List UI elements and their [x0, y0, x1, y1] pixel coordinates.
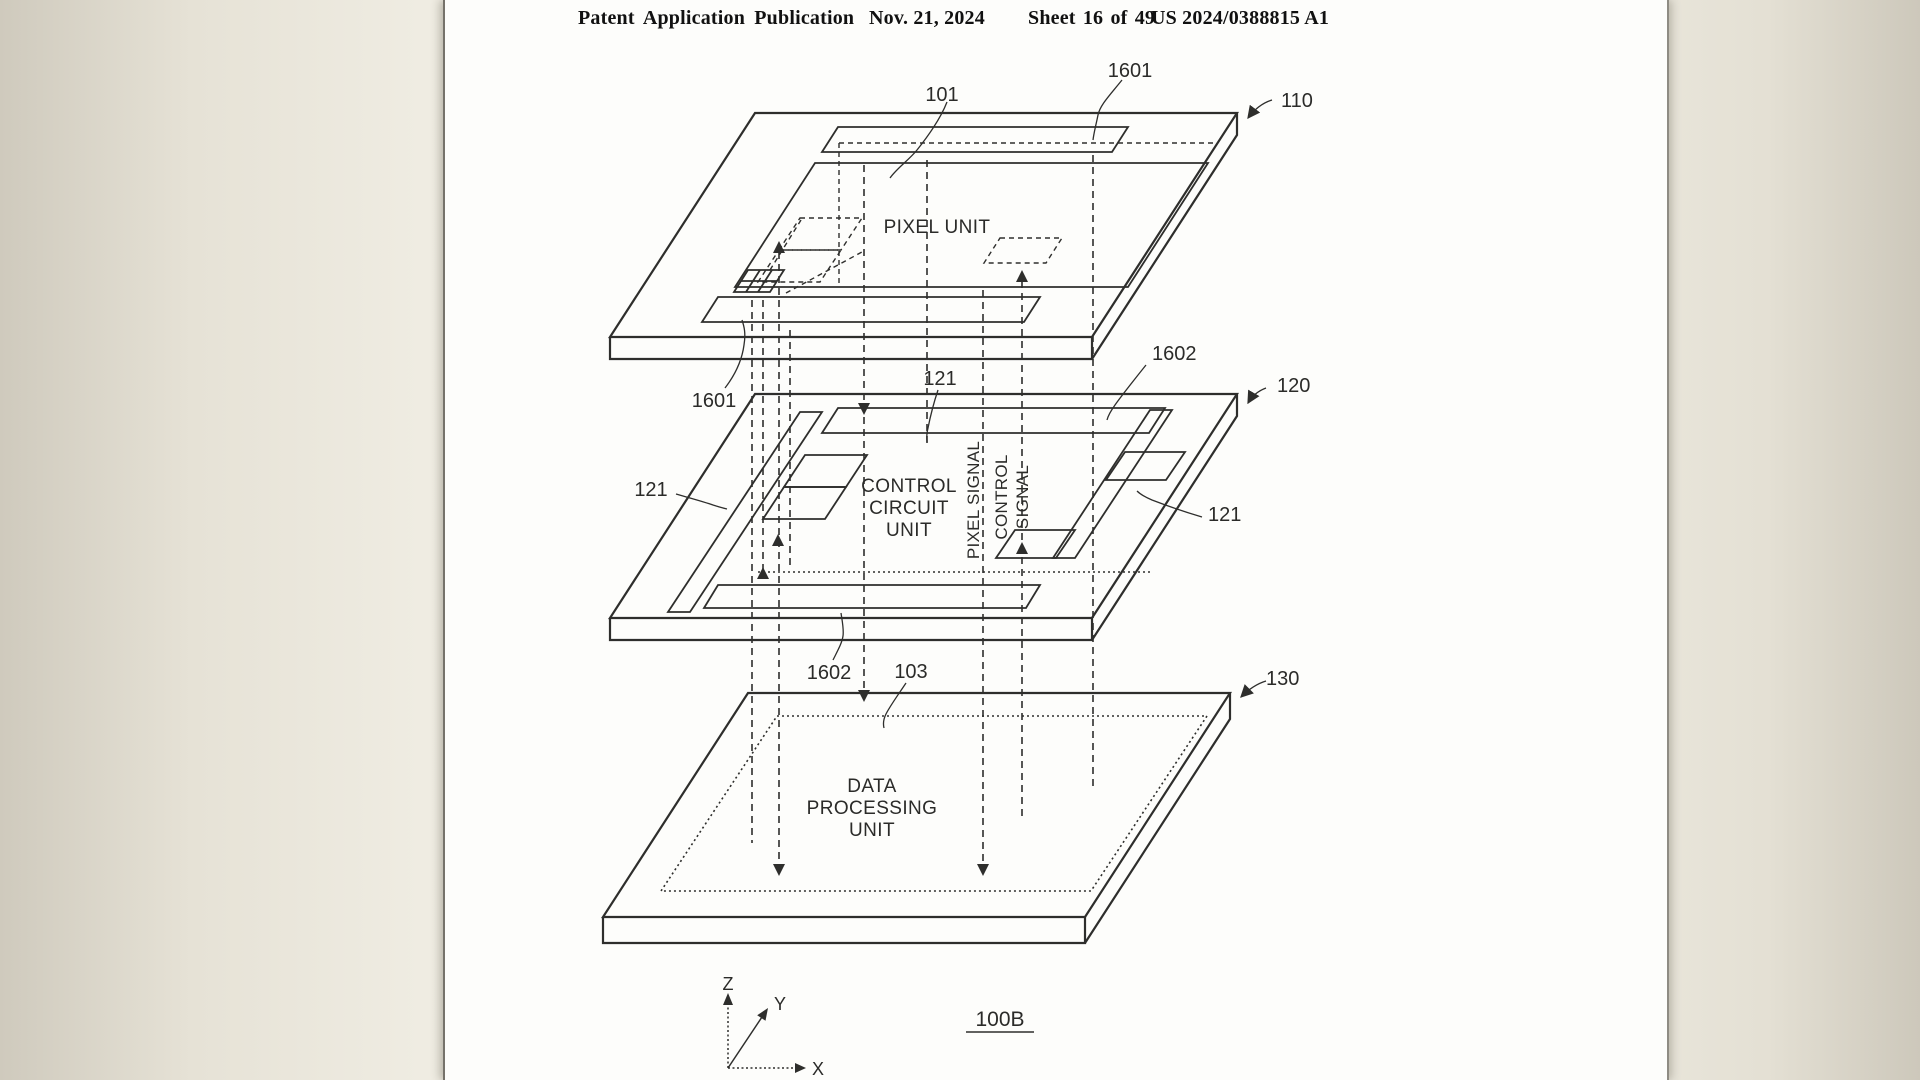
svg-text:UNIT: UNIT [849, 820, 895, 841]
svg-text:PROCESSING: PROCESSING [807, 798, 938, 819]
middle-slab-strip-top [822, 408, 1165, 433]
top-slab-pad-strip-top [822, 127, 1128, 152]
svg-text:DATA: DATA [847, 776, 896, 797]
ref-121-right-label: 121 [1208, 504, 1241, 526]
axis-x-label: X [812, 1059, 824, 1079]
ref-1601-bottom-label: 1601 [692, 390, 737, 412]
xyz-axis-indicator: Z Y X [723, 974, 825, 1079]
control-signal-label: CONTROL SIGNAL [992, 454, 1032, 539]
svg-text:CIRCUIT: CIRCUIT [869, 498, 949, 519]
figure-number-label: 100B [975, 1008, 1024, 1031]
control-circuit-unit-label: CONTROL CIRCUIT UNIT [861, 476, 957, 541]
svg-text:SIGNAL: SIGNAL [1013, 465, 1032, 529]
svg-text:CONTROL: CONTROL [861, 476, 957, 497]
figure-number: 100B [966, 1008, 1034, 1032]
pixel-signal-label: PIXEL SIGNAL [964, 441, 983, 559]
middle-slab-strip-left [668, 412, 822, 612]
ref-1602-top-label: 1602 [1152, 343, 1197, 365]
ref-121-top-label: 121 [923, 368, 956, 390]
ref-1602-bottom-label: 1602 [807, 662, 852, 684]
svg-text:CONTROL: CONTROL [992, 454, 1011, 539]
ref-1601-top-label: 1601 [1108, 60, 1153, 82]
pixel-unit-label: PIXEL UNIT [884, 217, 991, 238]
svg-text:UNIT: UNIT [886, 520, 932, 541]
pixel-array-grid-icon [734, 270, 784, 292]
ref-103-label: 103 [894, 661, 927, 683]
ref-110-label: 110 [1281, 90, 1313, 112]
annotation-leaders [676, 80, 1272, 728]
ref-120-label: 120 [1277, 375, 1310, 397]
ref-101-label: 101 [925, 84, 958, 106]
axis-y-label: Y [774, 994, 786, 1014]
middle-slab-strip-bottom [704, 585, 1040, 608]
axis-z-label: Z [723, 974, 734, 994]
ref-121-left-label: 121 [634, 479, 667, 501]
data-processing-unit-label: DATA PROCESSING UNIT [807, 776, 938, 841]
ref-130-label: 130 [1266, 668, 1299, 690]
